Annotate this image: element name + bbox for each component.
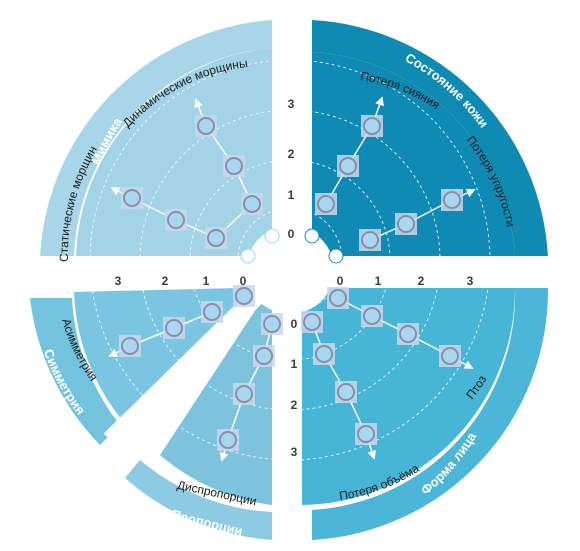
tick-hl-3: 3	[115, 274, 122, 288]
tick-hl-2: 2	[162, 274, 169, 288]
node-marker	[165, 319, 183, 337]
gap-symmetry-proportions	[103, 281, 272, 447]
node-marker	[443, 191, 461, 209]
tick-v-2: 2	[288, 147, 295, 161]
tick-hr-2: 2	[418, 274, 425, 288]
tick-lv-1: 1	[291, 357, 298, 371]
node-marker	[243, 195, 261, 213]
node-marker	[263, 315, 281, 333]
node-marker	[255, 347, 273, 365]
tick-v-3: 3	[288, 97, 295, 111]
hub-dot-mimika	[264, 228, 280, 244]
mask-vertical	[276, 0, 302, 256]
node-marker	[337, 383, 355, 401]
tick-hl-0: 0	[240, 274, 247, 288]
hub-dot-right	[328, 248, 344, 264]
node-marker	[235, 385, 253, 403]
tick-lv-0: 0	[291, 317, 298, 331]
skin-sector	[312, 52, 515, 258]
mimika-band	[40, 20, 272, 258]
node-marker	[219, 431, 237, 449]
tick-hl-1: 1	[203, 274, 210, 288]
node-marker	[363, 117, 381, 135]
node-marker	[235, 287, 253, 305]
hub-dot-skin	[304, 228, 320, 244]
tick-hr-3: 3	[467, 274, 474, 288]
node-marker	[357, 425, 375, 443]
node-marker	[207, 229, 225, 247]
hub-mask	[252, 227, 328, 303]
shape-band	[312, 288, 549, 540]
tick-lv-3: 3	[291, 445, 298, 459]
proportions-band	[125, 460, 272, 540]
hub-dot-left	[240, 248, 256, 264]
tick-lv-2: 2	[291, 398, 298, 412]
node-marker	[397, 215, 415, 233]
node-marker	[441, 347, 459, 365]
node-marker	[363, 307, 381, 325]
tick-v-0: 0	[288, 227, 295, 241]
node-marker	[329, 289, 347, 307]
node-marker	[197, 117, 215, 135]
node-marker	[315, 345, 333, 363]
node-marker	[339, 157, 357, 175]
shape-sector	[302, 288, 516, 505]
tick-hr-1: 1	[375, 274, 382, 288]
node-marker	[317, 195, 335, 213]
node-marker	[303, 313, 321, 331]
nodes	[119, 115, 463, 451]
mimika-outer-band	[22, 2, 272, 255]
proportions-sector	[160, 300, 272, 505]
tick-v-1: 1	[288, 188, 295, 202]
node-marker	[225, 157, 243, 175]
symmetry-band	[30, 298, 120, 445]
node-marker	[203, 303, 221, 321]
skin-band	[312, 20, 548, 258]
node-marker	[399, 325, 417, 343]
tick-hr-0: 0	[337, 274, 344, 288]
node-marker	[167, 211, 185, 229]
node-marker	[123, 189, 141, 207]
node-marker	[361, 231, 379, 249]
mask-lower-vertical	[286, 286, 300, 551]
node-marker	[121, 337, 139, 355]
